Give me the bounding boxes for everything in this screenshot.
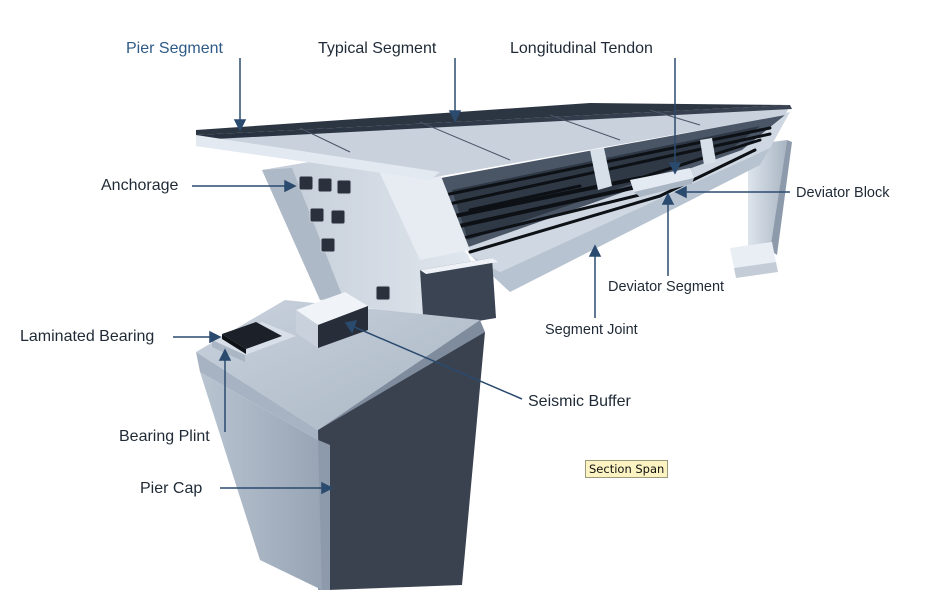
label-longitudinal-tendon: Longitudinal Tendon [510, 40, 653, 57]
label-pier-cap: Pier Cap [140, 480, 203, 497]
label-segment-joint: Segment Joint [545, 322, 638, 338]
longitudinal-tendons [438, 126, 772, 254]
label-laminated-bearing: Laminated Bearing [20, 328, 155, 345]
seismic-buffer-block [296, 292, 368, 348]
deck-slab [196, 103, 792, 180]
section-span-tooltip: Section Span [585, 460, 669, 478]
label-bearing-plint: Bearing Plint [119, 428, 210, 445]
label-seismic-buffer: Seismic Buffer [528, 393, 631, 410]
leader-lines [173, 58, 790, 495]
segment-joints [299, 109, 701, 161]
far-pier [730, 140, 792, 278]
label-pier-segment: Pier Segment [126, 40, 223, 57]
deviator-segments [590, 138, 716, 197]
label-deviator-segment: Deviator Segment [608, 279, 725, 295]
bearing-assembly [212, 322, 296, 362]
pier-segment [262, 148, 498, 330]
anchorage-pockets [298, 175, 391, 301]
label-deviator-block: Deviator Block [796, 185, 890, 201]
label-typical-segment: Typical Segment [318, 40, 437, 57]
label-anchorage: Anchorage [101, 177, 179, 194]
